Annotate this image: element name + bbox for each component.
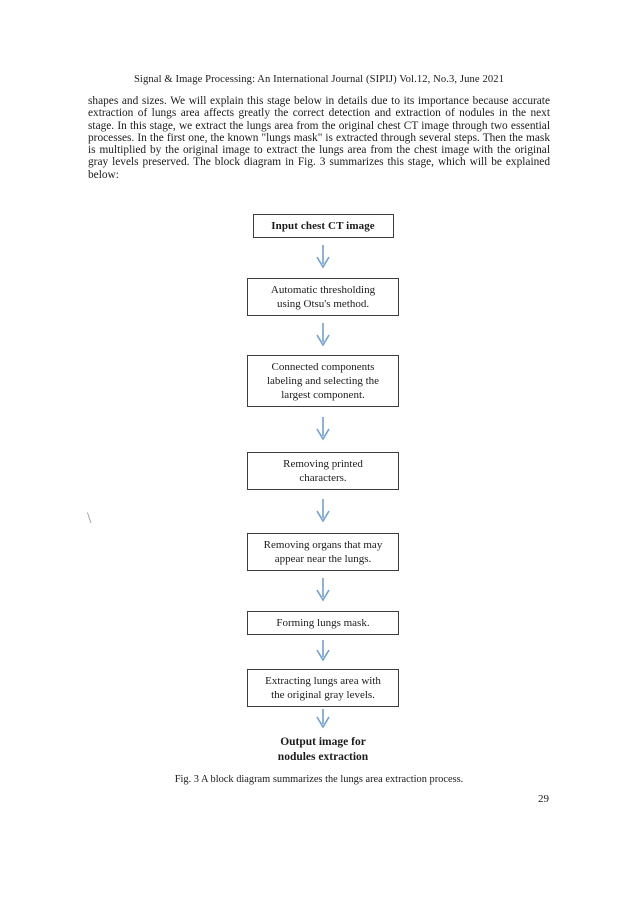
flowchart-node-input-chest-ct: Input chest CT image [252, 214, 394, 238]
flowchart-node-otsu-thresholding: Automatic thresholding using Otsu's meth… [247, 278, 399, 316]
flowchart-output-label: Output image for nodules extraction [277, 736, 369, 763]
down-arrow-icon [314, 707, 332, 733]
flowchart-node-extracting-lungs-area: Extracting lungs area with the original … [247, 669, 399, 707]
down-arrow-icon [314, 238, 332, 278]
flowchart-node-removing-printed-characters: Removing printed characters. [247, 452, 399, 490]
down-arrow-icon [314, 316, 332, 355]
stray-backslash-mark: \ [87, 510, 92, 527]
body-paragraph: shapes and sizes. We will explain this s… [88, 95, 550, 181]
figure-caption: Fig. 3 A block diagram summarizes the lu… [174, 774, 464, 785]
journal-header: Signal & Image Processing: An Internatio… [133, 74, 505, 85]
down-arrow-icon [314, 571, 332, 611]
flowchart-node-connected-components: Connected components labeling and select… [247, 355, 399, 407]
page-number: 29 [538, 793, 549, 805]
down-arrow-icon [314, 635, 332, 669]
flowchart-node-forming-lungs-mask: Forming lungs mask. [247, 611, 399, 635]
down-arrow-icon [314, 407, 332, 452]
flowchart-node-removing-organs: Removing organs that may appear near the… [247, 533, 399, 571]
flowchart: Input chest CT image Automatic threshold… [247, 214, 399, 764]
down-arrow-icon [314, 490, 332, 533]
